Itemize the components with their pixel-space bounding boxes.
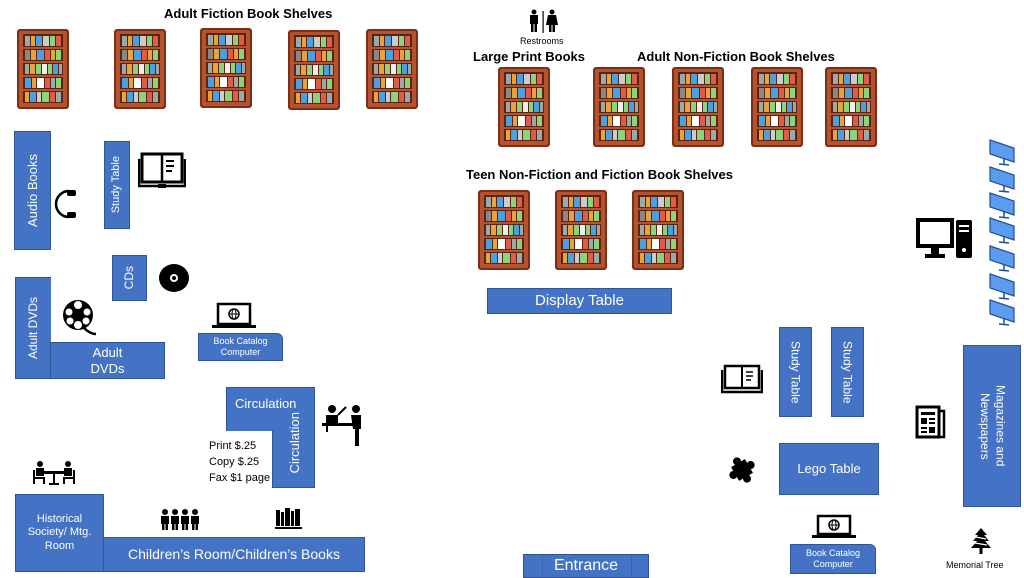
historical-line3: Room <box>44 539 75 552</box>
children-group-icon <box>160 508 200 530</box>
restrooms-label: Restrooms <box>520 36 564 46</box>
magazines-label: Magazines and Newspapers <box>976 385 1008 467</box>
film-reel-icon <box>62 296 98 336</box>
public-computers-row <box>988 138 1018 338</box>
study-table-left-label: Study Table <box>110 156 123 214</box>
display-table-label: Display Table <box>535 292 624 309</box>
display-table[interactable]: Display Table <box>487 288 672 314</box>
laptop-globe-icon-right <box>812 514 856 540</box>
book-catalog-right-line2: Computer <box>813 559 853 569</box>
monitor-icon <box>989 192 1015 219</box>
historical-society-room[interactable]: Historical Society/ Mtg. Room <box>15 494 104 572</box>
adult-dvds-horizontal[interactable]: Adult DVDs <box>50 342 165 379</box>
price-copy: Copy $.25 <box>209 456 260 468</box>
teen-shelf <box>555 190 607 270</box>
adult-nonfiction-shelf <box>751 67 803 147</box>
monitor-icon <box>989 166 1015 193</box>
historical-line1: Historical <box>36 513 83 526</box>
audio-books-area[interactable]: Audio Books <box>14 131 51 250</box>
large-print-heading: Large Print Books <box>473 49 585 64</box>
cds-label: CDs <box>122 266 137 290</box>
study-table-right-2[interactable]: Study Table <box>831 327 864 417</box>
lego-table-label: Lego Table <box>797 461 861 477</box>
memorial-tree-label: Memorial Tree <box>946 560 1004 570</box>
book-catalog-computer-right[interactable]: Book Catalog Computer <box>790 544 876 574</box>
book-catalog-computer-left[interactable]: Book Catalog Computer <box>198 333 283 361</box>
restroom-icon <box>526 9 560 33</box>
book-catalog-right-line1: Book Catalog <box>805 548 861 559</box>
adult-dvds-vertical-label: Adult DVDs <box>25 296 40 360</box>
adult-dvds-horizontal-line2: DVDs <box>90 360 125 376</box>
price-fax: Fax $1 page <box>209 472 271 484</box>
adult-fiction-shelf <box>114 29 166 109</box>
childrens-room[interactable]: Children’s Room/Children’s Books <box>103 537 365 572</box>
teen-shelf <box>632 190 684 270</box>
entrance-door-divider-right <box>631 555 632 577</box>
adult-fiction-heading: Adult Fiction Book Shelves <box>164 6 333 21</box>
monitor-icon <box>989 273 1015 300</box>
adult-dvds-vertical-text: Adult DVDs <box>25 296 40 360</box>
study-table-right-1-label: Study Table <box>788 340 803 404</box>
book-catalog-left-line1: Book Catalog <box>213 336 268 347</box>
historical-line2: Society/ Mtg. <box>27 526 92 539</box>
magazines-line2: Newspapers <box>978 392 992 460</box>
teen-shelf <box>478 190 530 270</box>
magazines-line1: Magazines and <box>993 385 1008 467</box>
monitor-icon <box>989 245 1015 272</box>
childrens-room-label: Children’s Room/Children’s Books <box>128 546 340 563</box>
meeting-table-icon <box>33 460 75 486</box>
books-row-icon <box>275 507 302 529</box>
circulation-desk-vertical[interactable] <box>272 430 315 488</box>
cd-disc-icon <box>158 263 190 293</box>
adult-fiction-shelf <box>366 29 418 109</box>
newspaper-icon <box>915 405 947 439</box>
monitor-icon <box>989 217 1015 244</box>
adult-fiction-shelf <box>288 30 340 110</box>
desktop-computer-icon <box>916 218 974 260</box>
teen-shelves-heading: Teen Non-Fiction and Fiction Book Shelve… <box>466 167 734 182</box>
monitor-icon <box>989 139 1015 166</box>
open-book-icon-right <box>720 363 764 395</box>
adult-dvds-vertical[interactable]: Adult DVDs <box>15 277 51 379</box>
laptop-globe-icon <box>212 302 256 330</box>
cds-area[interactable]: CDs <box>112 255 147 301</box>
tree-icon <box>969 527 993 555</box>
adult-nonfiction-shelf <box>672 67 724 147</box>
monitor-icon <box>989 299 1015 326</box>
circulation-vertical-label: Circulation <box>287 412 303 474</box>
open-book-icon <box>137 151 187 189</box>
entrance[interactable]: Entrance <box>523 554 649 578</box>
entrance-door-divider-left <box>542 555 543 577</box>
adult-nonfiction-shelf <box>593 67 645 147</box>
puzzle-piece-icon <box>727 455 757 485</box>
librarian-desk-icon <box>322 403 368 447</box>
large-print-shelf <box>498 67 550 147</box>
magazines-newspapers-area[interactable]: Magazines and Newspapers <box>963 345 1021 507</box>
adult-dvds-horizontal-line1: Adult <box>92 344 123 360</box>
circulation-horizontal-label: Circulation <box>235 396 297 411</box>
book-catalog-left-line2: Computer <box>220 347 261 357</box>
price-list: Print $.25 Copy $.25 Fax $1 page <box>209 438 270 486</box>
circulation-desk-horizontal[interactable]: Circulation <box>226 387 315 431</box>
circulation-vertical-text-wrap: Circulation <box>276 400 314 486</box>
adult-fiction-shelf <box>200 28 252 108</box>
adult-fiction-shelf <box>17 29 69 109</box>
headphones-icon <box>53 187 81 221</box>
study-table-left[interactable]: Study Table <box>104 141 130 229</box>
study-table-right-2-label: Study Table <box>840 340 855 404</box>
adult-nonfiction-heading: Adult Non-Fiction Book Shelves <box>637 49 835 64</box>
entrance-label: Entrance <box>553 557 619 575</box>
adult-nonfiction-shelf <box>825 67 877 147</box>
price-print: Print $.25 <box>209 440 257 452</box>
study-table-right-1[interactable]: Study Table <box>779 327 812 417</box>
lego-table[interactable]: Lego Table <box>779 443 879 495</box>
audio-books-label: Audio Books <box>24 154 40 227</box>
